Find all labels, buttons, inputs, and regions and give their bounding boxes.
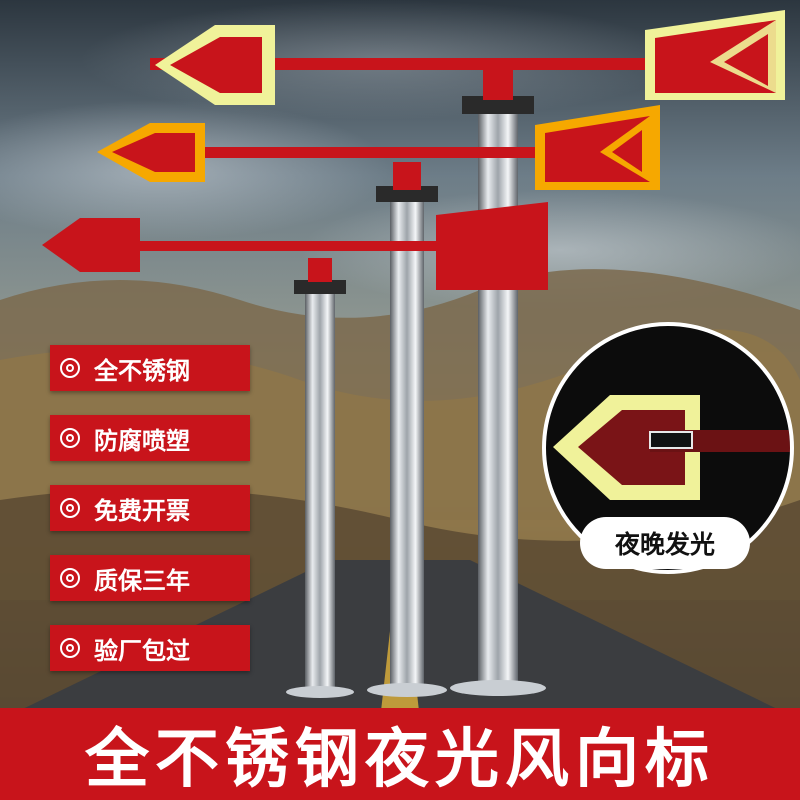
feature-label: 验厂包过 [94, 636, 190, 665]
pivot-cap [308, 258, 332, 282]
pivot-cap [393, 162, 421, 190]
arrow-head [42, 218, 140, 272]
double-circle-bullet-icon [60, 428, 80, 448]
feature-badge: 防腐喷塑 [50, 415, 250, 461]
night-glow-label: 夜晚发光 [580, 517, 750, 569]
pole-flange [376, 186, 438, 202]
vane-rod [150, 147, 600, 158]
wind-vane-small [42, 202, 548, 698]
double-circle-bullet-icon [60, 638, 80, 658]
feature-badge: 验厂包过 [50, 625, 250, 671]
glow-arrow-inner [578, 410, 685, 485]
base-plate [367, 683, 447, 697]
pole [390, 190, 424, 690]
double-circle-bullet-icon [60, 498, 80, 518]
double-circle-bullet-icon [60, 358, 80, 378]
feature-label: 质保三年 [94, 566, 190, 595]
feature-label: 防腐喷塑 [94, 426, 190, 455]
double-circle-bullet-icon [60, 568, 80, 588]
pole [478, 100, 518, 690]
pivot-cap [483, 70, 513, 100]
vane-rod [150, 58, 710, 70]
feature-badge: 质保三年 [50, 555, 250, 601]
arrow-tail [436, 202, 548, 290]
feature-badge: 免费开票 [50, 485, 250, 531]
vane-rod [100, 241, 500, 251]
arrow-head-inner [112, 133, 195, 172]
feature-label: 全不锈钢 [94, 356, 190, 385]
base-plate [450, 680, 546, 696]
wind-vane-medium [97, 105, 660, 697]
pole-flange [462, 96, 534, 114]
feature-badge: 全不锈钢 [50, 345, 250, 391]
pole [305, 285, 335, 690]
product-title: 全不锈钢夜光风向标 [0, 708, 800, 800]
feature-label: 免费开票 [94, 496, 190, 525]
wind-vane-large [150, 10, 785, 696]
arrow-head-inner [170, 37, 262, 93]
base-plate [286, 686, 354, 698]
pole-flange [294, 280, 346, 294]
